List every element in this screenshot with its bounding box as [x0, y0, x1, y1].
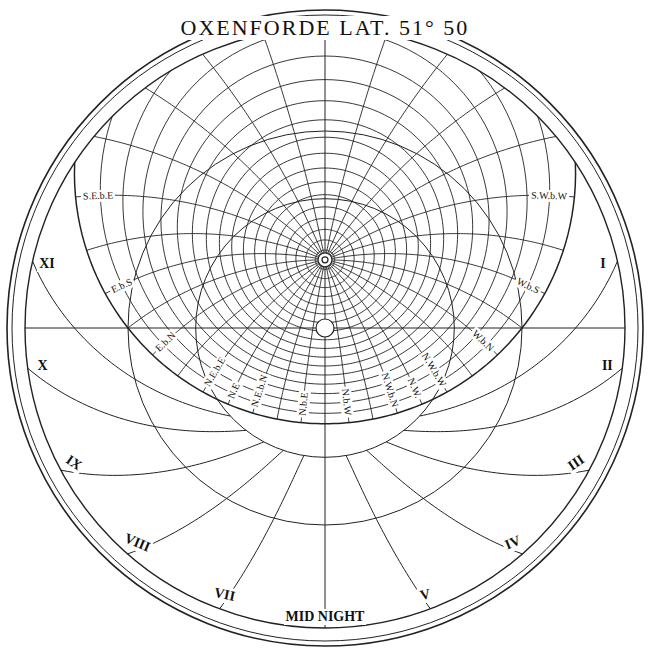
azimuth-line — [325, 260, 522, 328]
horizon-web — [74, 0, 575, 424]
azimuth-line — [128, 260, 325, 328]
almucantar-circle — [306, 240, 345, 279]
hour-line — [346, 456, 430, 609]
azimuth-line — [325, 63, 550, 260]
azimuth-line — [325, 254, 545, 294]
azimuth-line — [325, 260, 497, 355]
zenith-dot — [322, 257, 328, 263]
hour-numeral: I — [598, 256, 607, 272]
azimuth-line — [325, 195, 574, 260]
pole-circle — [316, 319, 334, 337]
hour-line — [367, 450, 523, 554]
almucantar-circle — [206, 120, 443, 357]
compass-point: N.b.W — [339, 386, 354, 418]
hour-lines — [28, 261, 623, 609]
zenith-circle — [318, 253, 332, 267]
plate-title: OXENFORDE LAT. 51° 50 — [179, 16, 472, 40]
tropic-of-capricorn — [25, 28, 625, 628]
hour-numeral: X — [36, 358, 50, 374]
azimuth-line — [100, 63, 325, 260]
compass-point: E.b.N — [152, 328, 180, 356]
outer-rim — [7, 10, 643, 646]
hour-numeral: IV — [500, 531, 524, 553]
hour-numeral: XI — [37, 256, 57, 272]
hour-numeral: V — [417, 586, 434, 604]
almucantar-circle — [255, 182, 396, 323]
azimuth-line — [325, 260, 373, 419]
midnight-label: MID NIGHT — [284, 609, 367, 625]
azimuth-line — [87, 234, 325, 260]
azimuth-line — [153, 260, 325, 355]
hour-numeral: III — [563, 451, 589, 476]
azimuth-line — [178, 260, 325, 376]
hour-line — [127, 450, 283, 554]
hour-numeral: II — [600, 358, 615, 374]
azimuth-line — [228, 260, 325, 404]
compass-point: N.W.b.W — [418, 349, 450, 391]
centre-marks — [316, 253, 334, 337]
compass-point: W.b.N — [468, 326, 498, 355]
compass-point: N.E.b.E — [200, 354, 229, 391]
azimuth-line — [78, 133, 325, 259]
compass-point: S.W.b.W — [529, 189, 569, 202]
almucantar-circle — [232, 153, 419, 340]
hour-line — [386, 442, 589, 475]
compass-point: N.E — [225, 379, 244, 402]
azimuth-line — [325, 133, 572, 259]
azimuth-line — [277, 260, 325, 419]
hour-line — [61, 442, 264, 475]
almucantar-circle — [143, 29, 507, 393]
almucantar-circle — [219, 137, 430, 348]
almucantar-circle — [276, 207, 374, 305]
compass-point: N.b.E — [296, 390, 311, 418]
azimuth-line — [325, 260, 472, 376]
outer-ring — [12, 15, 638, 641]
almucantar-circle — [192, 101, 457, 366]
azimuth-line — [76, 195, 325, 260]
compass-point: W.b.S — [512, 274, 543, 297]
azimuth-line — [325, 234, 563, 260]
almucantar-circle — [177, 80, 472, 375]
almucantar-circle — [100, 0, 549, 413]
almucantar-circle — [296, 229, 354, 287]
compass-point: N.E.b.N — [249, 371, 272, 410]
almucantar-circle — [286, 218, 364, 296]
hour-line — [32, 261, 230, 416]
almucantar-circle — [161, 56, 489, 384]
hour-line — [220, 456, 304, 609]
azimuth-line — [105, 254, 325, 294]
horizon-circle — [74, 0, 575, 424]
compass-point: S.E.b.E — [80, 190, 115, 203]
